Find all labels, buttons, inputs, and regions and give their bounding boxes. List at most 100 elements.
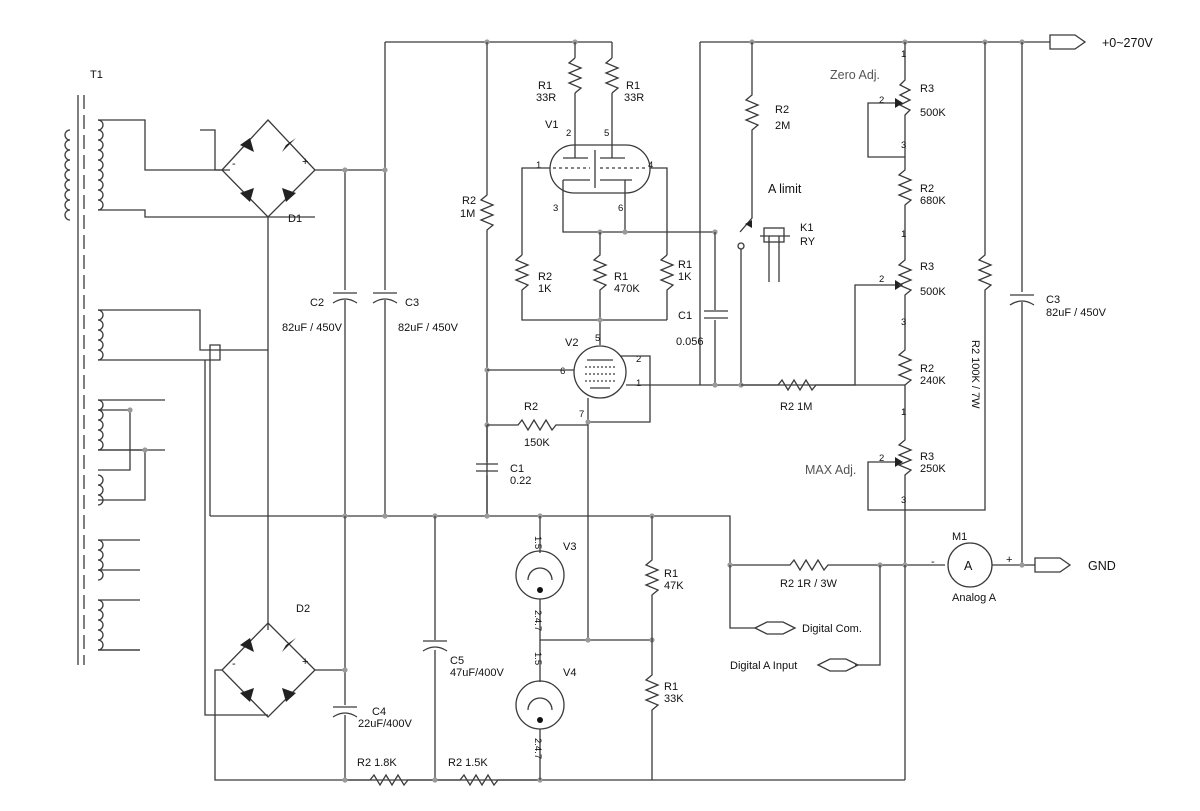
v3-label: V3 [563,541,576,553]
c3-name: C3 [405,297,419,309]
r3c-pin2: 2 [879,453,884,464]
output-port [1049,34,1087,50]
capacitor-c3 [372,292,398,304]
d1-minus: - [232,158,236,170]
c4-name: C4 [372,706,386,718]
c3b-value: 82uF / 450V [1046,307,1107,319]
c2-value: 82uF / 450V [282,322,343,334]
digital-a-input-label: Digital A Input [730,660,797,672]
k1-name: K1 [800,222,813,234]
r2-150k-value: 150K [524,437,550,449]
r3b-value: 500K [920,286,946,298]
max-adj-label: MAX Adj. [805,463,856,477]
v4-pin247: 2.4.7 [532,738,543,759]
v2-pin6: 6 [560,366,565,377]
r3c-pin3: 3 [901,495,906,506]
d1-plus: + [302,156,308,168]
c4-value: 22uF/400V [358,718,412,730]
bridge-rectifier-d2 [221,622,316,718]
v2-pin1: 1 [636,378,641,389]
d2-label: D2 [296,603,310,615]
r2-1r-label: R2 1R / 3W [780,578,837,590]
c1a-value: 0.056 [676,336,704,348]
c5-name: C5 [450,655,464,667]
v1-pin2: 2 [566,128,571,139]
r1-33k-value: 33K [664,693,684,705]
capacitor-c1b [476,463,498,472]
r1b-value: 33R [624,92,644,104]
v2-pin2: 2 [636,354,641,365]
r2-1m-h-label: R2 1M [780,401,812,413]
gnd-port [1034,557,1072,573]
v1-pin5: 5 [604,128,609,139]
c1b-name: C1 [510,463,524,475]
r3a-value: 500K [920,107,946,119]
v1-label: V1 [545,119,558,131]
r2-680k-name: R2 [920,183,934,195]
capacitor-c3-right [1009,294,1035,306]
r2-1k-value: 1K [538,283,552,295]
r2-1m-value: 1M [460,208,475,220]
v1-pin1: 1 [536,160,541,171]
r2-18k-label: R2 1.8K [357,757,397,769]
r3b-pin3: 3 [901,317,906,328]
bridge-rectifier-d1 [221,119,316,630]
r2-680k-value: 680K [920,195,946,207]
r3a-name: R3 [920,83,934,95]
r3c-value: 250K [920,463,946,475]
digital-com-label: Digital Com. [802,623,862,635]
r1-1k-name: R1 [678,259,692,271]
d2-plus: + [302,656,308,668]
tube-v1 [549,144,651,194]
capacitor-c1a [704,310,728,319]
k1-value: RY [800,236,816,248]
v1-pin4: 4 [648,160,653,171]
gnd-port-label: GND [1088,559,1116,573]
c3b-name: C3 [1046,294,1060,306]
r1-33k-name: R1 [664,681,678,693]
r3a-pin3: 3 [901,140,906,151]
m1-name: M1 [952,531,967,543]
r1-1k-value: 1K [678,271,692,283]
digital-a-input-port [816,658,860,672]
r2-1k-name: R2 [538,271,552,283]
r2-15k-label: R2 1.5K [448,757,488,769]
r1b-name: R1 [626,80,640,92]
r1-470k-value: 470K [614,283,640,295]
r3a-pin2: 2 [879,95,884,106]
v1-pin3: 3 [553,203,558,214]
capacitor-c5 [422,640,448,652]
t1-label: T1 [90,69,103,81]
r3c-pin1: 1 [901,407,906,418]
m1-plus: + [1006,554,1012,566]
c1a-name: C1 [678,310,692,322]
r3b-pin2: 2 [879,274,884,285]
capacitor-c4 [332,706,358,718]
capacitor-c2 [332,292,358,304]
r3c-name: R3 [920,451,934,463]
r3a-pin1: 1 [901,49,906,60]
relay-k1 [760,227,790,282]
r2-240k-name: R2 [920,363,934,375]
r1-47k-name: R1 [664,568,678,580]
output-port-label: +0~270V [1102,36,1153,50]
d1-label: D1 [288,213,302,225]
c3-value: 82uF / 450V [398,322,459,334]
v2-pin5: 5 [595,333,600,344]
r1-47k-value: 47K [664,580,684,592]
m1-minus: - [931,556,935,568]
tube-v2 [573,345,627,399]
ammeter-m1: A [947,542,993,588]
r2-2m-name: R2 [775,104,789,116]
tube-v4 [515,680,565,730]
v1-pin6: 6 [618,203,623,214]
r1a-value: 33R [536,92,556,104]
v4-pin15: 1.5 [532,652,543,665]
r1-470k-name: R1 [614,271,628,283]
tube-v3 [515,550,565,600]
c1b-value: 0.22 [510,475,531,487]
r2-2m-value: 2M [775,120,790,132]
r2-1m-name: R2 [462,195,476,207]
c2-name: C2 [310,297,324,309]
